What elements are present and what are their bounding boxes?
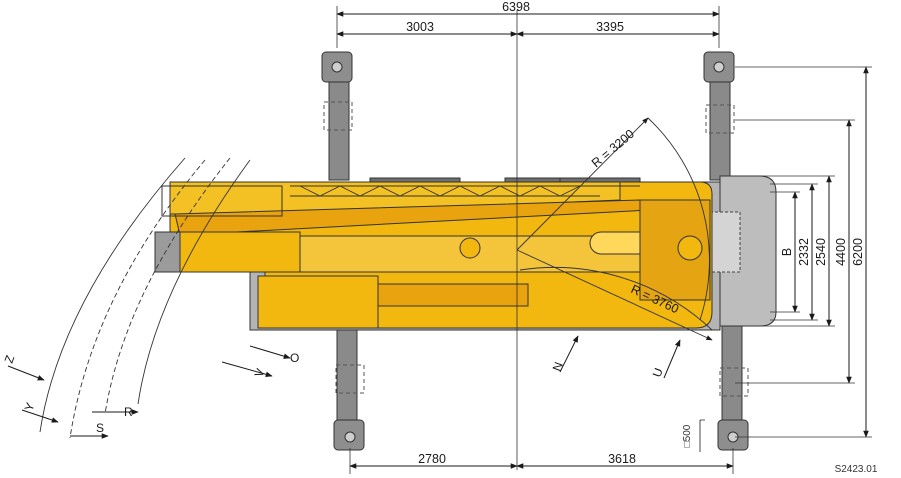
right-dimensions: 6200 4400 2540 2332 B □500 [682,66,872,452]
outrigger-front-top [321,51,353,181]
dim-top-total: 6398 [502,0,530,14]
dim-b: B [780,248,794,256]
dim-bottom-left: 2780 [418,452,446,466]
bottom-dimensions: 2780 3618 [349,448,734,474]
dim-2540: 2540 [814,238,828,266]
dim-radius-3200: R = 3200 [589,127,637,171]
dim-top-right: 3395 [596,20,624,34]
label-o: O [290,351,299,365]
label-z: Z [2,353,18,365]
dim-top-left: 3003 [406,20,434,34]
label-v: V [252,367,268,379]
crane-boom [154,181,713,329]
outrigger-rear-bottom [717,324,749,451]
outrigger-rear-top [703,51,735,181]
dim-bottom-right: 3618 [608,452,636,466]
dim-2332: 2332 [797,238,811,266]
label-r: R [124,405,133,419]
dim-6200: 6200 [851,238,865,266]
label-u: U [650,366,666,379]
outrigger-front-bottom [333,324,365,451]
top-dimensions: 6398 3003 3395 [336,0,720,48]
dim-4400: 4400 [834,238,848,266]
label-s: S [96,421,104,435]
label-n: N [550,360,566,373]
clearance-arcs [7,157,681,439]
diagram-code: S2423.01 [835,464,878,475]
dim-pad-size: □500 [682,424,693,447]
